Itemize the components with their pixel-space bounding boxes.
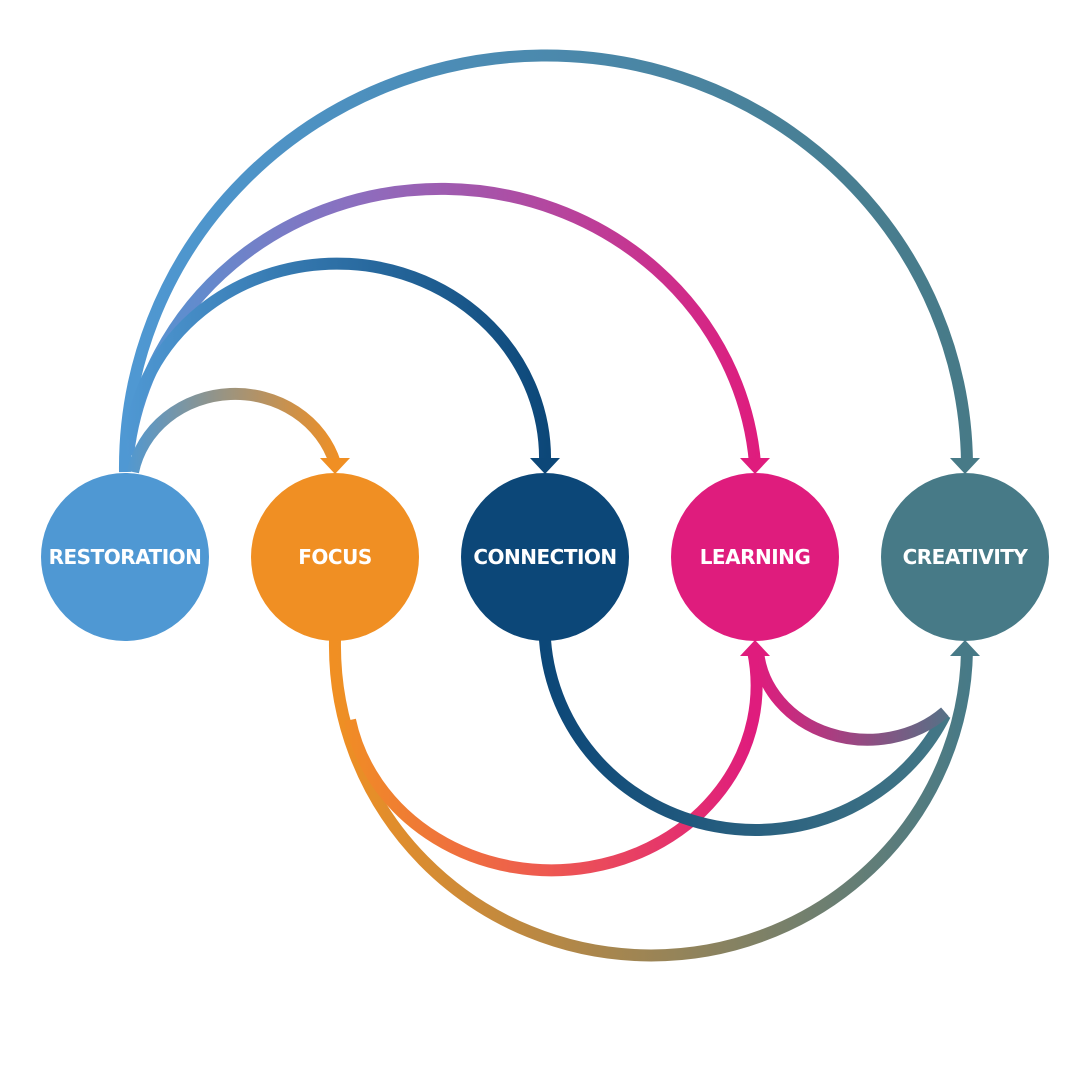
edge-creativity-learning: [752, 650, 949, 746]
node-learning: LEARNING: [671, 473, 839, 641]
arrowheads: [320, 458, 980, 656]
edge-restoration-connection: [124, 257, 552, 464]
node-restoration-circle: [41, 473, 209, 641]
node-learning-circle: [671, 473, 839, 641]
edge-restoration-learning: [122, 182, 761, 464]
arrow-into-learning-bottom: [740, 640, 770, 656]
arrow-into-creativity-bottom: [950, 640, 980, 656]
edge-focus-learning: [344, 649, 763, 877]
edge-connection-creativity: [539, 639, 951, 836]
arrow-into-focus: [320, 458, 350, 474]
edge-restoration-focus: [127, 387, 341, 474]
nodes: RESTORATION FOCUS CONNECTION LEARNING CR…: [41, 473, 1049, 641]
node-connection: CONNECTION: [461, 473, 629, 641]
node-creativity: CREATIVITY: [881, 473, 1049, 641]
node-connection-circle: [461, 473, 629, 641]
node-focus-circle: [251, 473, 419, 641]
node-learning-label: LEARNING: [700, 545, 811, 569]
arrow-into-connection: [530, 458, 560, 474]
arrow-into-learning-top: [740, 458, 770, 474]
node-restoration: RESTORATION: [41, 473, 209, 641]
node-creativity-label: CREATIVITY: [903, 545, 1029, 569]
node-connection-label: CONNECTION: [473, 545, 616, 569]
arrow-into-creativity-top: [950, 458, 980, 474]
node-creativity-circle: [881, 473, 1049, 641]
edge-restoration-creativity: [118, 49, 973, 473]
node-focus: FOCUS: [251, 473, 419, 641]
edges: [118, 49, 973, 962]
node-focus-label: FOCUS: [298, 545, 372, 569]
node-restoration-label: RESTORATION: [49, 545, 202, 569]
edge-focus-creativity: [328, 639, 973, 962]
